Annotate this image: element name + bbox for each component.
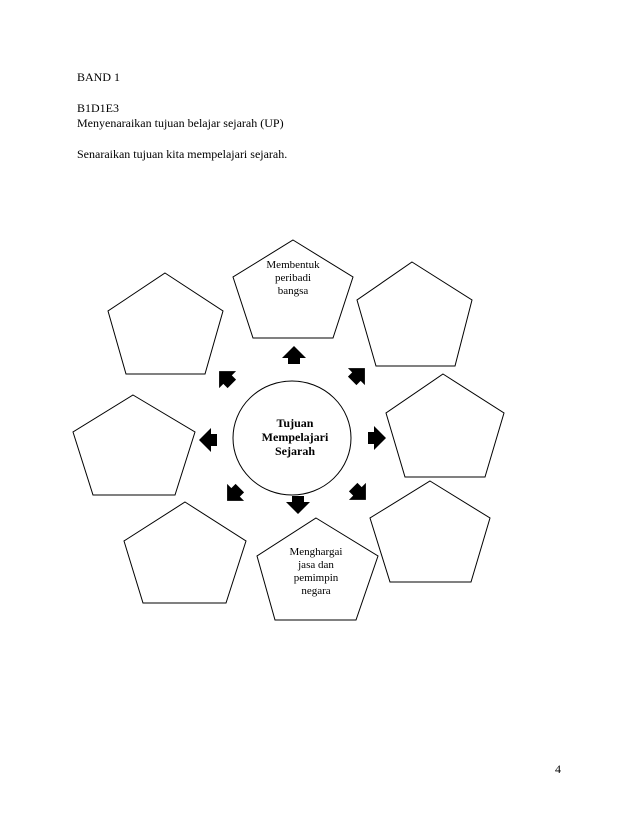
arrow-down-left-icon [227, 483, 245, 501]
lower-left-pentagon [123, 501, 247, 604]
objective-text: Menyenaraikan tujuan belajar sejarah (UP… [77, 116, 284, 130]
page-number: 4 [555, 762, 561, 776]
arrow-down-icon [286, 496, 310, 514]
top-pentagon-label: Membentuk peribadi bangsa [266, 259, 320, 297]
lower-right-pentagon [369, 480, 491, 583]
arrow-up-icon [282, 346, 306, 364]
instruction-text: Senaraikan tujuan kita mempelajari sejar… [77, 147, 288, 161]
left-pentagon [72, 394, 196, 496]
bottom-pentagon-label: Menghargai jasa dan pemimpin negara [289, 546, 343, 597]
bottom-pentagon [256, 517, 379, 621]
arrow-right-icon [368, 426, 386, 450]
arrow-down-right-icon [348, 482, 366, 500]
upper-right-pentagon [356, 261, 473, 367]
center-label: Tujuan Mempelajari Sejarah [261, 416, 329, 458]
arrow-up-left-icon [219, 371, 237, 389]
right-pentagon [385, 373, 505, 478]
upper-left-pentagon [107, 272, 224, 375]
arrow-up-right-icon [347, 368, 365, 386]
band-label: BAND 1 [77, 70, 121, 84]
arrow-left-icon [199, 428, 217, 452]
center-ellipse [232, 380, 352, 496]
code-label: B1D1E3 [77, 101, 119, 115]
top-pentagon [232, 239, 354, 339]
